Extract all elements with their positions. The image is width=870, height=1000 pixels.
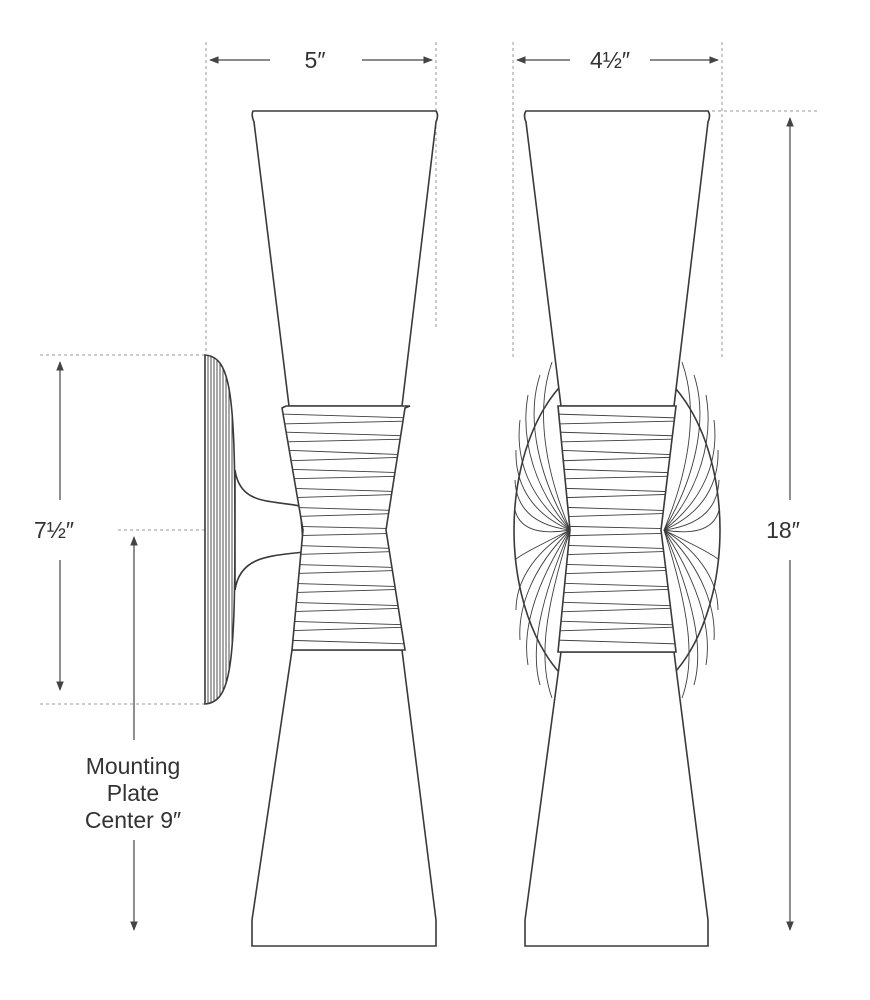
- front-upper-shade: [523, 110, 711, 407]
- label-mounting-line3: Center 9″: [85, 807, 181, 833]
- dimension-labels: 5″ 4½″ 18″ 7½″ Mounting Plate Center 9″: [34, 47, 800, 833]
- label-mounting-line1: Mounting: [86, 753, 181, 779]
- label-mounting-line2: Plate: [107, 780, 159, 806]
- front-lower-shade: [524, 651, 709, 947]
- side-band-texture: [282, 413, 410, 645]
- label-width-front: 4½″: [590, 47, 630, 73]
- sconce-front-view: [513, 110, 721, 947]
- guide-lines: [40, 42, 820, 705]
- front-wall-plate-texture: [514, 361, 720, 699]
- dimension-lines: [56, 56, 794, 931]
- front-band-texture: [558, 413, 676, 645]
- side-arm: [234, 469, 305, 591]
- side-woven-band: [281, 405, 411, 651]
- sconce-side-view: [204, 110, 439, 947]
- side-upper-shade: [251, 110, 439, 407]
- front-woven-band: [557, 405, 677, 653]
- label-plate-height: 7½″: [34, 517, 74, 543]
- label-width-side: 5″: [305, 47, 326, 73]
- side-lower-shade: [251, 649, 437, 947]
- label-height-total: 18″: [766, 517, 800, 543]
